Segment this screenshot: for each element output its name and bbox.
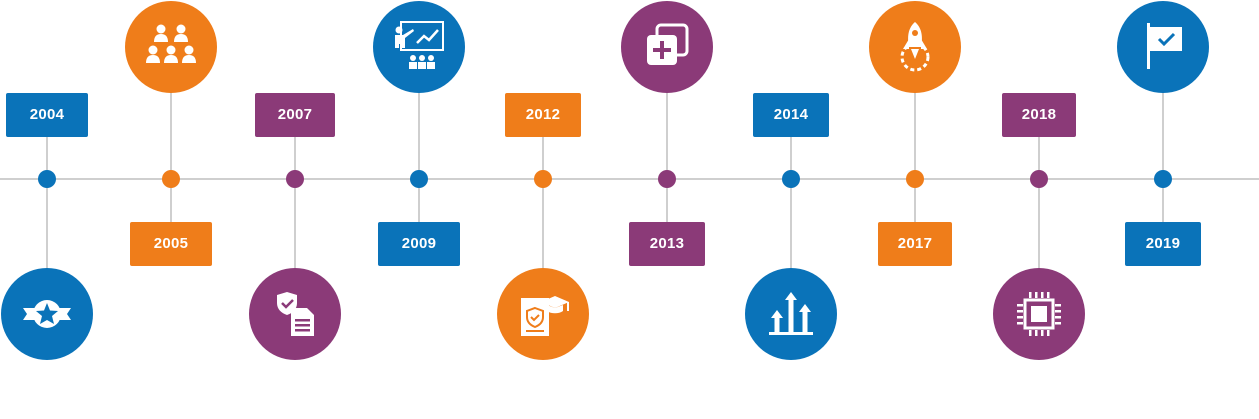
connector-line (542, 136, 544, 268)
milestone-circle (1, 268, 93, 360)
timeline-dot (410, 170, 428, 188)
year-label: 2013 (629, 222, 705, 266)
timeline-axis (0, 178, 1259, 180)
year-label: 2004 (6, 93, 88, 137)
year-label: 2018 (1002, 93, 1076, 137)
year-label: 2009 (378, 222, 460, 266)
milestone-circle (373, 1, 465, 93)
milestone-circle (1117, 1, 1209, 93)
milestone-circle (869, 1, 961, 93)
milestone-circle (125, 1, 217, 93)
year-label: 2014 (753, 93, 829, 137)
milestone-circle (993, 268, 1085, 360)
milestone-circle (249, 268, 341, 360)
connector-line (170, 92, 172, 222)
flag-check-icon (1135, 19, 1191, 75)
growth-arrows-icon (763, 286, 819, 342)
timeline-dot (286, 170, 304, 188)
timeline-dot (38, 170, 56, 188)
timeline-dot (534, 170, 552, 188)
year-label: 2019 (1125, 222, 1201, 266)
milestone-circle (497, 268, 589, 360)
timeline-dot (162, 170, 180, 188)
connector-line (294, 136, 296, 268)
year-label: 2017 (878, 222, 952, 266)
star-badge-icon (19, 286, 75, 342)
year-label: 2012 (505, 93, 581, 137)
connector-line (1038, 136, 1040, 268)
connector-line (666, 92, 668, 222)
team-icon (143, 19, 199, 75)
microchip-icon (1011, 286, 1067, 342)
connector-line (790, 136, 792, 268)
connector-line (1162, 92, 1164, 222)
rocket-gear-icon (887, 19, 943, 75)
connector-line (914, 92, 916, 222)
connector-line (418, 92, 420, 222)
timeline-dot (1154, 170, 1172, 188)
timeline-dot (782, 170, 800, 188)
shield-document-icon (267, 286, 323, 342)
timeline-dot (1030, 170, 1048, 188)
timeline-dot (658, 170, 676, 188)
milestone-circle (745, 268, 837, 360)
add-copy-icon (639, 19, 695, 75)
timeline-dot (906, 170, 924, 188)
year-label: 2005 (130, 222, 212, 266)
connector-line (46, 136, 48, 268)
year-label: 2007 (255, 93, 335, 137)
certificate-graduation-icon (515, 286, 571, 342)
presentation-icon (391, 19, 447, 75)
milestone-circle (621, 1, 713, 93)
